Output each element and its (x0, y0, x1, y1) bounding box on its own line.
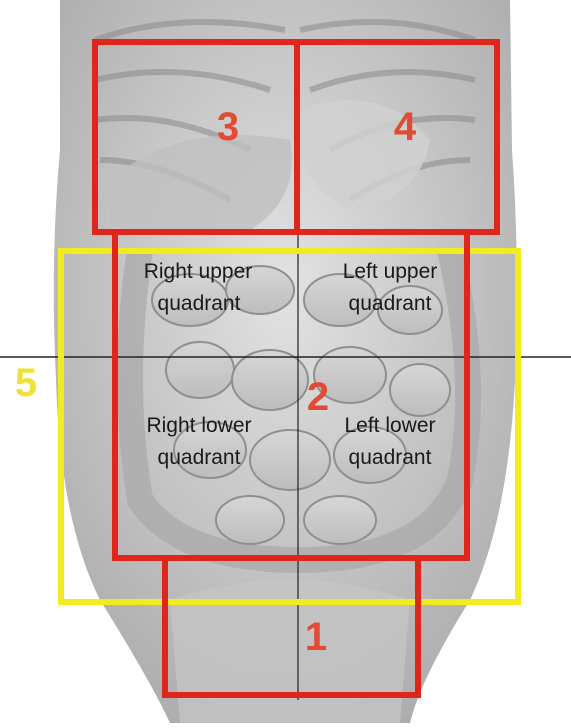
region-4-number: 4 (394, 105, 417, 149)
left-lower-label-line2: quadrant (349, 446, 432, 469)
region-5-number: 5 (15, 361, 37, 405)
region-3-number: 3 (217, 105, 239, 149)
left-lower-label-line1: Left lower (344, 414, 435, 437)
region-2-number: 2 (307, 375, 329, 419)
abdomen-illustration (54, 0, 517, 723)
left-upper-label-line2: quadrant (349, 292, 432, 315)
region-1-number: 1 (305, 615, 327, 659)
right-lower-label-line2: quadrant (158, 446, 241, 469)
right-upper-label-line2: quadrant (158, 292, 241, 315)
right-upper-label-line1: Right upper (144, 260, 253, 283)
right-lower-label-line1: Right lower (146, 414, 251, 437)
left-upper-label-line1: Left upper (343, 260, 438, 283)
